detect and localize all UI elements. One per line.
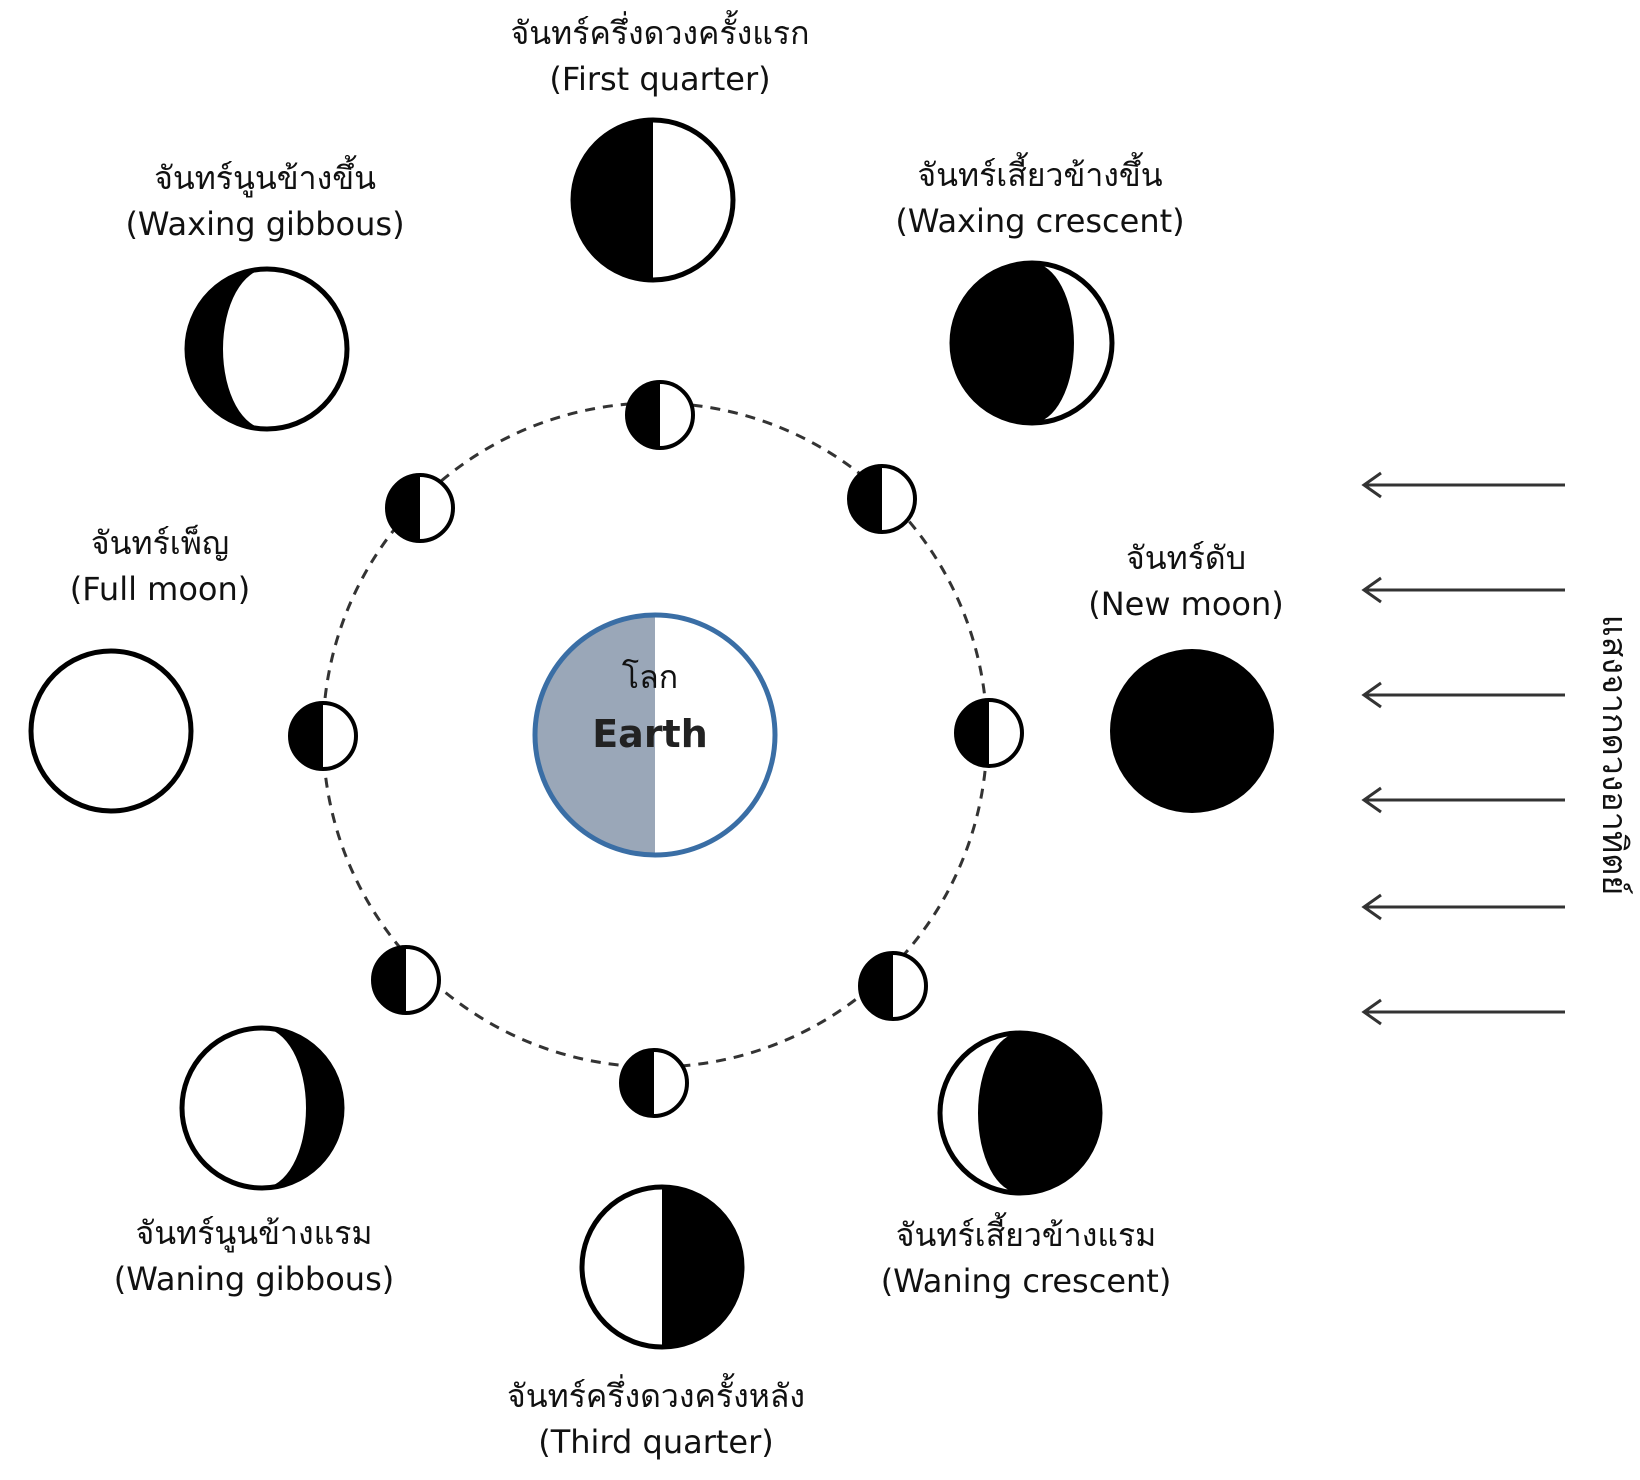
orbit-moon-45 (849, 466, 915, 532)
label-first-quarter: จันทร์ครึ่งดวงครั้งแรก (First quarter) (440, 10, 880, 102)
orbit-moon-225 (373, 947, 439, 1013)
sunlight-arrow (1364, 473, 1565, 497)
label-waxing-gibbous-th: จันทร์นูนข้างขึ้น (45, 155, 485, 201)
earth-label-thai: โลก (560, 652, 740, 703)
orbit-moon-180 (290, 703, 356, 769)
label-full-moon-en: (Full moon) (0, 566, 380, 612)
sunlight-arrow (1364, 895, 1565, 919)
moon-third-quarter (582, 1187, 742, 1347)
moon-waxing-gibbous (187, 269, 347, 429)
moon-new (1110, 649, 1274, 813)
label-waning-crescent: จันทร์เสี้ยวข้างแรม (Waning crescent) (806, 1212, 1246, 1304)
moon-waning-gibbous (182, 1028, 342, 1188)
orbit-moon-90 (627, 382, 693, 448)
label-third-quarter: จันทร์ครึ่งดวงครั้งหลัง (Third quarter) (436, 1373, 876, 1465)
orbit-moon-270 (621, 1050, 687, 1116)
label-waning-gibbous-en: (Waning gibbous) (34, 1256, 474, 1302)
moon-waning-crescent (940, 1033, 1100, 1193)
label-new-moon-en: (New moon) (966, 581, 1406, 627)
label-full-moon: จันทร์เพ็ญ (Full moon) (0, 520, 380, 612)
orbit-moon-135 (387, 475, 453, 541)
label-waning-crescent-en: (Waning crescent) (806, 1258, 1246, 1304)
label-first-quarter-en: (First quarter) (440, 56, 880, 102)
moon-waxing-crescent (952, 263, 1112, 423)
label-waxing-gibbous-en: (Waxing gibbous) (45, 201, 485, 247)
sunlight-arrow (1364, 1000, 1565, 1024)
earth-label-english: Earth (560, 712, 740, 756)
moon-full (31, 651, 191, 811)
label-new-moon-th: จันทร์ดับ (966, 535, 1406, 581)
label-third-quarter-en: (Third quarter) (436, 1419, 876, 1465)
moon-first-quarter (573, 120, 733, 280)
orbit-moon-315 (860, 953, 926, 1019)
sunlight-arrow (1364, 788, 1565, 812)
label-waxing-crescent-th: จันทร์เสี้ยวข้างขึ้น (820, 152, 1260, 198)
label-first-quarter-th: จันทร์ครึ่งดวงครั้งแรก (440, 10, 880, 56)
sunlight-arrow (1364, 683, 1565, 707)
label-waxing-crescent: จันทร์เสี้ยวข้างขึ้น (Waxing crescent) (820, 152, 1260, 244)
label-waxing-gibbous: จันทร์นูนข้างขึ้น (Waxing gibbous) (45, 155, 485, 247)
label-waxing-crescent-en: (Waxing crescent) (820, 198, 1260, 244)
label-waning-crescent-th: จันทร์เสี้ยวข้างแรม (806, 1212, 1246, 1258)
label-waning-gibbous-th: จันทร์นูนข้างแรม (34, 1210, 474, 1256)
sunlight-label: แสงจากดวงอาทิตย์ (1588, 615, 1640, 896)
label-new-moon: จันทร์ดับ (New moon) (966, 535, 1406, 627)
label-full-moon-th: จันทร์เพ็ญ (0, 520, 380, 566)
orbit-moon-0 (956, 700, 1022, 766)
label-waning-gibbous: จันทร์นูนข้างแรม (Waning gibbous) (34, 1210, 474, 1302)
label-third-quarter-th: จันทร์ครึ่งดวงครั้งหลัง (436, 1373, 876, 1419)
